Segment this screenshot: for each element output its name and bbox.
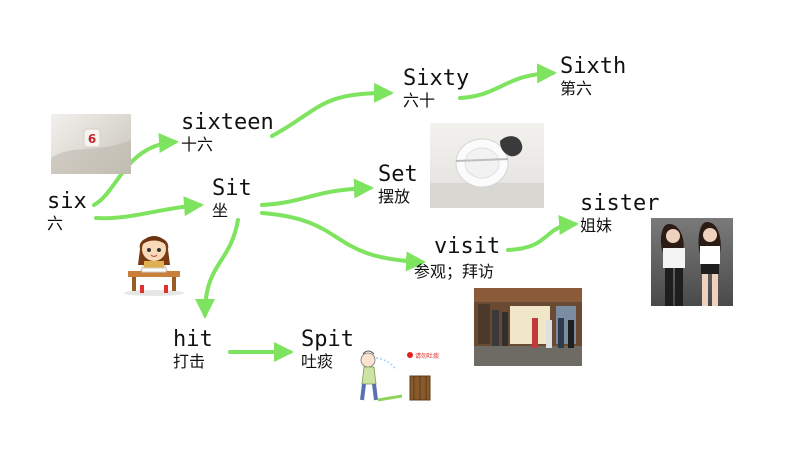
word-node-visit: visit	[434, 235, 500, 259]
arrow-six-to-sit	[94, 196, 204, 221]
word-node-hit: hit 打击	[173, 328, 213, 372]
word-node-visit-chinese: 参观；拜访	[414, 262, 494, 282]
word-sister-english: sister	[580, 191, 660, 216]
arrow-sit-to-visit	[260, 211, 426, 272]
word-node-sixteen: sixteen 十六	[181, 111, 274, 155]
word-sister-chinese: 姐妹	[580, 216, 613, 235]
word-six-chinese: 六	[47, 214, 64, 233]
word-visit-chinese: 参观；拜访	[414, 262, 495, 281]
dice-photo: 6	[51, 114, 131, 174]
word-set-english: Set	[378, 162, 418, 187]
word-visit-english: visit	[434, 234, 501, 259]
girl-at-desk-illustration	[118, 225, 190, 297]
word-spit-chinese: 吐痰	[301, 352, 334, 371]
arrow-sit-to-hit	[195, 218, 240, 319]
word-hit-chinese: 打击	[173, 352, 206, 371]
arrow-sixty-to-sixth	[458, 63, 557, 100]
word-set-chinese: 摆放	[378, 187, 411, 206]
word-sixteen-chinese: 十六	[181, 135, 214, 154]
word-hit-english: hit	[173, 327, 213, 352]
plate-photo	[430, 123, 544, 208]
sisters-photo	[651, 218, 733, 306]
word-node-sixty: Sixty 六十	[403, 67, 469, 111]
word-sit-chinese: 坐	[212, 201, 229, 220]
museum-visit-photo	[474, 288, 582, 366]
arrow-sit-to-set	[260, 178, 374, 207]
word-node-spit: Spit 吐痰	[301, 328, 354, 372]
arrow-visit-to-sister	[506, 214, 579, 252]
word-sixth-chinese: 第六	[560, 79, 593, 98]
word-six-english: six	[47, 189, 87, 214]
svg-text:6: 6	[88, 132, 96, 146]
spit-illustration: 请勿吐痰	[350, 348, 446, 406]
word-node-six: six 六	[47, 190, 87, 234]
arrow-sixteen-to-sixty	[270, 82, 394, 138]
spit-sign-text: 请勿吐痰	[415, 352, 439, 360]
word-spit-english: Spit	[301, 327, 354, 352]
word-sixty-chinese: 六十	[403, 91, 436, 110]
word-sit-english: Sit	[212, 176, 252, 201]
word-node-sister: sister 姐妹	[580, 192, 659, 236]
word-sixteen-english: sixteen	[181, 110, 274, 135]
word-sixth-english: Sixth	[560, 54, 627, 79]
word-node-sixth: Sixth 第六	[560, 55, 626, 99]
word-node-set: Set 摆放	[378, 163, 418, 207]
word-sixty-english: Sixty	[403, 66, 470, 91]
word-node-sit: Sit 坐	[212, 177, 252, 221]
